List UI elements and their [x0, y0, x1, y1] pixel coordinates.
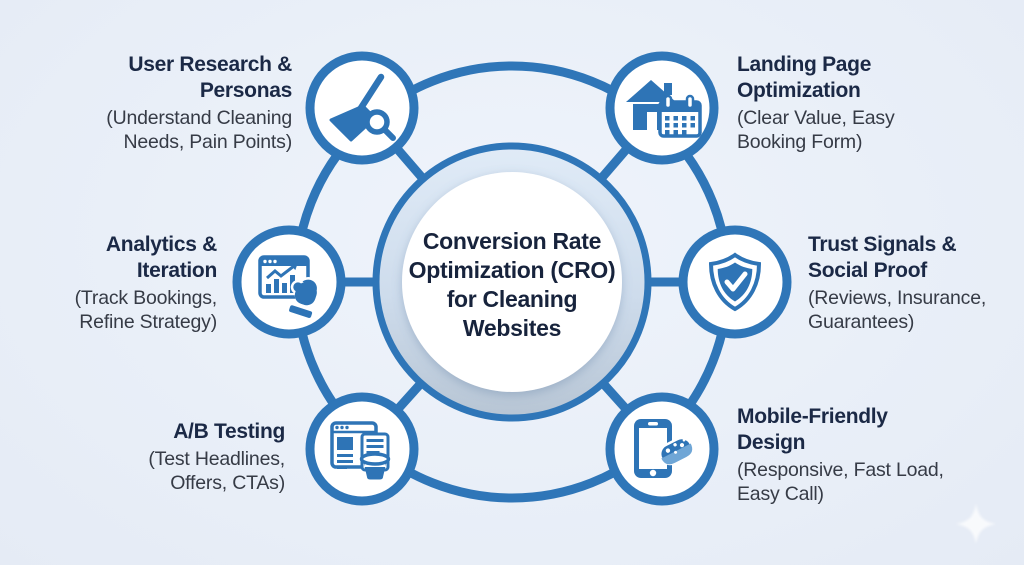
sponge	[658, 436, 694, 466]
node-title: User Research & Personas	[128, 53, 292, 102]
node-subtitle: (Clear Value, Easy Booking Form)	[737, 107, 895, 153]
node-mobile-design	[605, 392, 719, 506]
house-calendar-icon	[626, 80, 702, 138]
center-hub	[372, 142, 652, 422]
node-subtitle: (Track Bookings, Refine Strategy)	[74, 287, 218, 333]
node-subtitle: (Responsive, Fast Load, Easy Call)	[737, 459, 944, 505]
node-title: Mobile-Friendly Design	[737, 405, 888, 454]
label-landing-page: Landing Page Optimization (Clear Value, …	[737, 52, 989, 154]
ab-page-bucket-icon	[330, 421, 391, 480]
node-subtitle: (Reviews, Insurance, Guarantees)	[808, 287, 987, 333]
center-hub-disc	[402, 172, 622, 392]
node-landing-page	[605, 51, 719, 165]
cleaning-mitt	[289, 277, 320, 319]
label-mobile-design: Mobile-Friendly Design (Responsive, Fast…	[737, 404, 989, 506]
phone-sponge-icon	[634, 419, 694, 478]
node-title: Analytics & Iteration	[105, 233, 217, 282]
node-trust-signals	[678, 225, 792, 339]
sparkle-icon	[956, 504, 996, 544]
node-subtitle: (Understand Cleaning Needs, Pain Points)	[106, 107, 292, 153]
label-user-research: User Research & Personas (Understand Cle…	[40, 52, 292, 154]
cleaning-bucket	[359, 452, 391, 480]
node-title: A/B Testing	[173, 420, 285, 443]
label-ab-testing: A/B Testing (Test Headlines, Offers, CTA…	[75, 419, 285, 495]
label-analytics: Analytics & Iteration (Track Bookings, R…	[28, 232, 218, 334]
center-title: Conversion Rate Optimization (CRO) for C…	[408, 228, 616, 341]
shield-check-icon	[708, 252, 762, 312]
node-analytics	[232, 225, 346, 339]
broom-magnifier-icon	[329, 73, 396, 142]
node-title: Trust Signals & Social Proof	[808, 233, 957, 282]
node-ab-testing	[305, 392, 419, 506]
analytics-chart-mitt-icon	[258, 255, 320, 319]
label-trust-signals: Trust Signals & Social Proof (Reviews, I…	[808, 232, 1020, 334]
node-title: Landing Page Optimization	[737, 53, 872, 102]
node-subtitle: (Test Headlines, Offers, CTAs)	[148, 448, 285, 494]
node-user-research	[305, 51, 419, 165]
